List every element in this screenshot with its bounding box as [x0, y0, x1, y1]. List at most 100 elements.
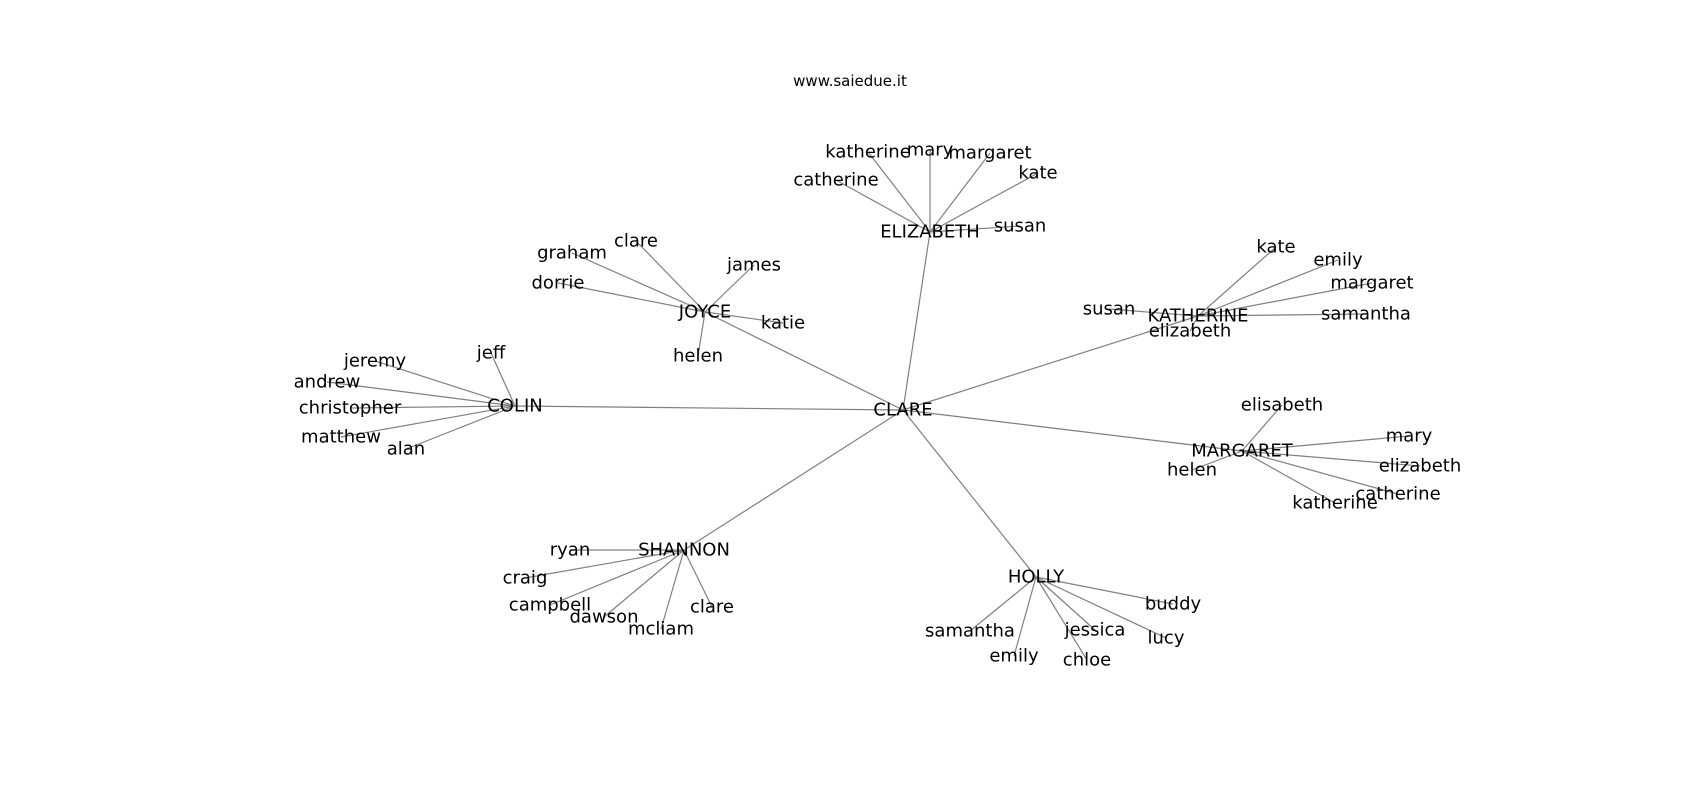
member-node-label: chloe — [1063, 650, 1111, 671]
member-node-label: katherine — [1292, 493, 1378, 514]
group-node-label: HOLLY — [1008, 567, 1065, 588]
edge-group-to-member — [969, 576, 1037, 632]
edge-group-to-member — [704, 264, 755, 313]
edge-group-to-member — [1197, 246, 1277, 317]
member-node-label: margaret — [948, 143, 1031, 164]
member-node-label: andrew — [294, 372, 361, 393]
edge-group-to-member — [1035, 576, 1174, 605]
edge-group-to-member — [697, 311, 706, 357]
edge-group-to-member — [1241, 404, 1283, 452]
member-node-label: mary — [907, 140, 954, 161]
edge-group-to-member — [405, 405, 516, 450]
group-node-label: ELIZABETH — [880, 222, 980, 243]
member-node-label: emily — [1313, 250, 1363, 271]
edge-group-to-member — [1035, 576, 1088, 661]
member-node-label: jessica — [1064, 620, 1126, 641]
member-node-label: emily — [989, 646, 1039, 667]
edge-group-to-member — [1189, 315, 1199, 332]
member-node-label: james — [726, 255, 781, 276]
edge-group-to-member — [1197, 313, 1367, 317]
member-node-label: campbell — [509, 595, 591, 616]
edge-group-to-member — [340, 405, 516, 438]
member-node-label: ryan — [550, 540, 591, 561]
member-node-label: buddy — [1145, 594, 1202, 615]
member-node-label: kate — [1018, 163, 1057, 184]
edge-group-to-member — [1241, 450, 1399, 495]
edge-group-to-member — [635, 240, 706, 313]
member-node-label: samantha — [925, 621, 1015, 642]
member-node-label: katherine — [825, 142, 911, 163]
group-node-label: JOYCE — [678, 302, 731, 323]
edge-group-to-member — [1108, 308, 1199, 317]
member-node-label: catherine — [793, 170, 878, 191]
edge-group-to-member — [524, 549, 685, 579]
member-node-label: jeff — [476, 343, 506, 364]
edge-group-to-member — [660, 549, 685, 630]
edge-group-to-member — [704, 311, 784, 324]
edge-group-to-member — [374, 360, 516, 407]
member-node-label: mcliam — [628, 619, 694, 640]
edge-group-to-member — [549, 549, 685, 606]
member-node-label: graham — [537, 243, 607, 264]
edge-group-to-member — [867, 151, 931, 233]
member-node-label: elizabeth — [1379, 456, 1462, 477]
edge-group-to-member — [1241, 450, 1336, 504]
member-node-label: samantha — [1321, 304, 1411, 325]
site-url-title: www.saiedue.it — [793, 72, 907, 90]
member-node-label: kate — [1256, 237, 1295, 258]
member-node-label: elizabeth — [1149, 321, 1232, 342]
edge-root-to-group — [704, 311, 904, 411]
group-node-label: COLIN — [487, 396, 543, 417]
edge-root-to-group — [683, 409, 904, 551]
edge-group-to-member — [929, 172, 1039, 233]
edge-group-to-member — [1013, 576, 1037, 657]
edge-root-to-group — [514, 405, 904, 411]
member-node-label: alan — [387, 439, 425, 460]
group-node-label: SHANNON — [638, 540, 730, 561]
edge-root-to-group — [902, 409, 1243, 452]
member-node-label: margaret — [1330, 273, 1413, 294]
edge-group-to-member — [490, 352, 516, 407]
edge-root-to-group — [902, 315, 1199, 411]
edge-group-to-member — [1241, 435, 1410, 452]
member-node-label: helen — [673, 346, 723, 367]
root-node-label: CLARE — [873, 400, 932, 421]
member-node-label: craig — [503, 568, 548, 589]
member-node-label: catherine — [1355, 484, 1440, 505]
member-node-label: susan — [1083, 299, 1136, 320]
member-node-label: katie — [761, 313, 805, 334]
edge-group-to-member — [603, 549, 685, 618]
edge-group-to-member — [1241, 450, 1421, 467]
member-node-label: elisabeth — [1241, 395, 1323, 416]
member-node-label: matthew — [301, 427, 381, 448]
member-node-label: mary — [1386, 426, 1433, 447]
edge-group-to-member — [557, 282, 706, 313]
member-node-label: jeremy — [343, 351, 407, 372]
member-node-label: clare — [690, 597, 734, 618]
edge-group-to-member — [1035, 576, 1096, 631]
member-node-label: clare — [614, 231, 658, 252]
group-node-label: KATHERINE — [1148, 306, 1249, 327]
edge-group-to-member — [929, 225, 1021, 233]
edge-group-to-member — [1197, 259, 1339, 317]
edge-group-to-member — [1035, 576, 1167, 639]
edge-root-to-group — [902, 409, 1037, 578]
member-node-label: helen — [1167, 460, 1217, 481]
edge-group-to-member — [1191, 450, 1243, 471]
member-node-label: lucy — [1148, 628, 1185, 649]
edge-group-to-member — [326, 381, 516, 407]
edge-group-to-member — [571, 252, 706, 313]
edge-group-to-member — [835, 179, 931, 233]
group-node-label: MARGARET — [1191, 441, 1293, 462]
edge-group-to-member — [683, 549, 713, 608]
member-node-label: dawson — [570, 607, 639, 628]
member-node-label: susan — [994, 216, 1047, 237]
member-node-label: dorrie — [532, 273, 585, 294]
edge-group-to-member — [929, 152, 991, 233]
member-node-label: christopher — [299, 398, 402, 419]
edge-group-to-member — [1197, 282, 1373, 317]
edge-group-to-member — [349, 405, 516, 409]
edge-root-to-group — [902, 231, 931, 411]
